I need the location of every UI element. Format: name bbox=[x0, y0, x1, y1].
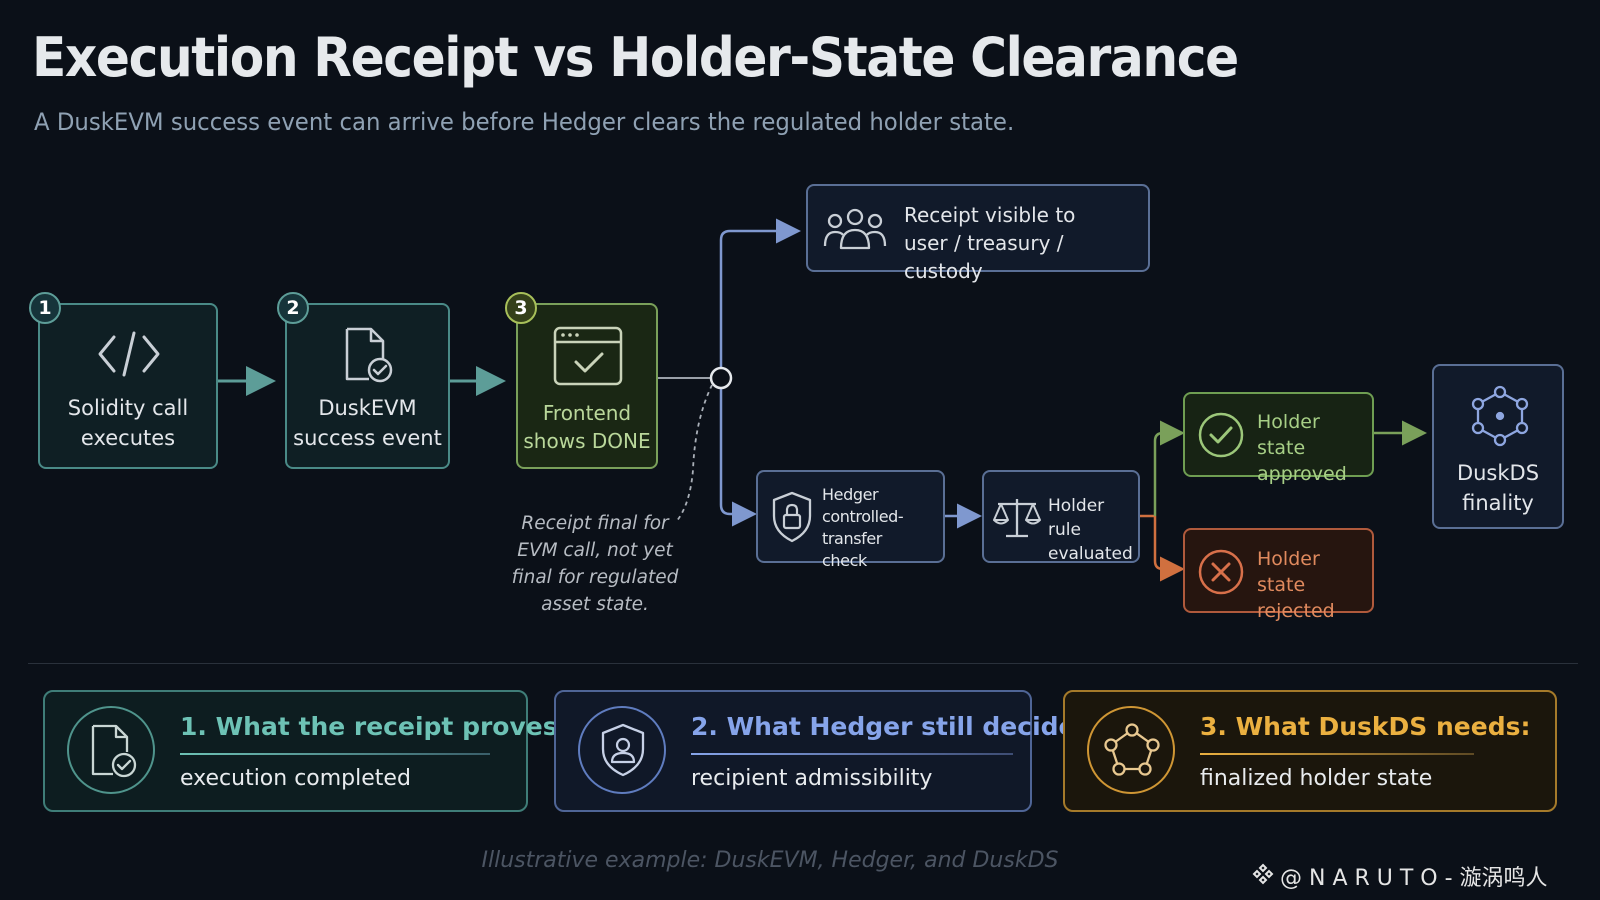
document-check-icon bbox=[91, 724, 137, 778]
users-icon bbox=[823, 208, 887, 250]
browser-check-icon bbox=[553, 326, 623, 386]
page-subtitle: A DuskEVM success event can arrive befor… bbox=[34, 108, 1015, 136]
scale-icon bbox=[993, 499, 1041, 538]
footer-caption: Illustrative example: DuskEVM, Hedger, a… bbox=[481, 848, 1059, 873]
card3-body: finalized holder state bbox=[1200, 766, 1433, 791]
card-hedger-decides: 2. What Hedger still decides: recipient … bbox=[554, 690, 1100, 812]
step3-badge: 3 bbox=[505, 292, 537, 324]
shield-user-icon bbox=[601, 723, 645, 777]
section-divider bbox=[28, 663, 1578, 664]
card3-underline bbox=[1200, 753, 1474, 755]
shield-lock-icon bbox=[772, 491, 812, 543]
x-circle-icon bbox=[1198, 549, 1244, 595]
card2-underline bbox=[691, 753, 1013, 755]
card-receipt-proves: 1. What the receipt proves: execution co… bbox=[43, 690, 568, 812]
step2-badge: 2 bbox=[277, 292, 309, 324]
credit-watermark: @ N A R U T O - 漩涡鸣人 bbox=[1280, 866, 1548, 891]
code-icon bbox=[98, 331, 160, 377]
credit-logo-icon bbox=[1252, 863, 1274, 885]
network-pentagon-icon bbox=[1104, 723, 1160, 776]
arrow-rule-to-approved bbox=[1153, 420, 1185, 516]
page-title: Execution Receipt vs Holder-State Cleara… bbox=[32, 26, 1239, 89]
card1-heading: 1. What the receipt proves: bbox=[180, 712, 568, 741]
step1-badge: 1 bbox=[29, 292, 61, 324]
card1-body: execution completed bbox=[180, 766, 411, 791]
arrow-rule-to-rejected bbox=[1153, 516, 1185, 582]
document-check-icon bbox=[345, 327, 393, 383]
check-circle-icon bbox=[1198, 412, 1244, 458]
card3-heading: 3. What DuskDS needs: bbox=[1200, 712, 1531, 741]
card-duskds-needs: 3. What DuskDS needs: finalized holder s… bbox=[1063, 690, 1557, 812]
card2-heading: 2. What Hedger still decides: bbox=[691, 712, 1101, 741]
card2-icon-ring bbox=[578, 706, 666, 794]
card1-icon-ring bbox=[67, 706, 155, 794]
arrow-junction-to-hedger bbox=[719, 388, 757, 527]
card2-body: recipient admissibility bbox=[691, 766, 933, 791]
network-hexagon-icon bbox=[1471, 385, 1529, 447]
junction-node bbox=[709, 366, 733, 390]
card3-icon-ring bbox=[1087, 706, 1175, 794]
note-leader-line bbox=[675, 384, 713, 523]
card1-underline bbox=[180, 753, 490, 755]
arrow-junction-to-receipt bbox=[719, 218, 801, 368]
